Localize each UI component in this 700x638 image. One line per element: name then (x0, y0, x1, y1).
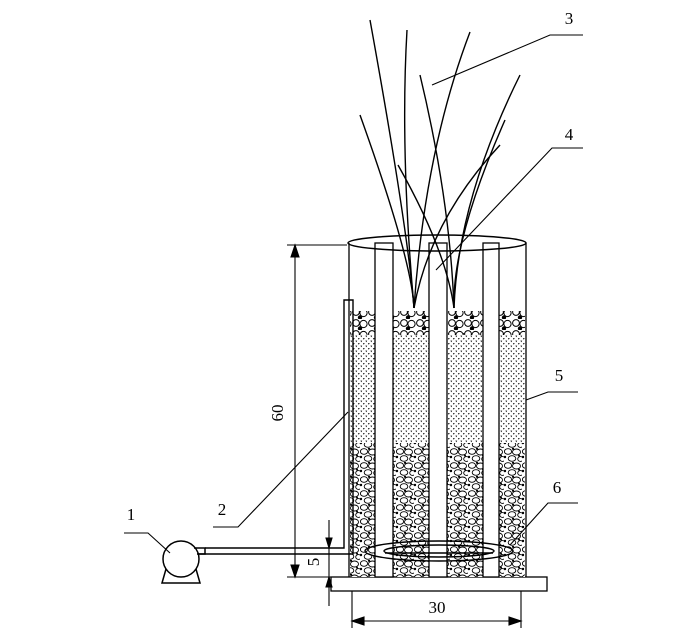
dimension-height (287, 243, 347, 579)
gravel-top-c1 (393, 311, 429, 335)
dimension-bottom-gap-label: 5 (304, 558, 323, 567)
sand-right (499, 333, 525, 443)
gravel-bottom-right (499, 443, 525, 577)
sand-c2 (447, 333, 483, 443)
dimension-diameter (350, 591, 523, 628)
sand-c1 (393, 333, 429, 443)
leader-5 (525, 391, 578, 401)
distributor-ring (364, 540, 514, 562)
dimension-diameter-label: 30 (429, 598, 446, 617)
tube-2 (428, 242, 448, 578)
callout-3: 3 (565, 9, 574, 28)
leader-1 (124, 532, 171, 554)
leader-4 (435, 147, 583, 271)
callout-6: 6 (553, 478, 562, 497)
sand-left (350, 333, 375, 443)
column-tubes (374, 242, 500, 578)
pump (161, 540, 206, 584)
gravel-top-left (350, 311, 375, 335)
callout-1: 1 (127, 505, 136, 524)
plants (359, 19, 521, 309)
callout-leaders (124, 34, 583, 554)
leader-3 (431, 34, 583, 86)
tube-1 (374, 242, 394, 578)
dimension-bottom-gap (322, 520, 344, 606)
callout-2: 2 (218, 500, 227, 519)
tube-3 (482, 242, 500, 578)
gravel-bottom-left (350, 443, 375, 577)
media-layers (350, 311, 525, 577)
leader-2 (213, 411, 349, 528)
gravel-top-c2 (447, 311, 483, 335)
gravel-top-right (499, 311, 525, 335)
inlet-pipe (197, 299, 354, 555)
leader-6 (509, 502, 578, 546)
dimension-height-label: 60 (268, 405, 287, 422)
base-plate (330, 576, 548, 592)
callout-4: 4 (565, 125, 574, 144)
callout-5: 5 (555, 366, 564, 385)
